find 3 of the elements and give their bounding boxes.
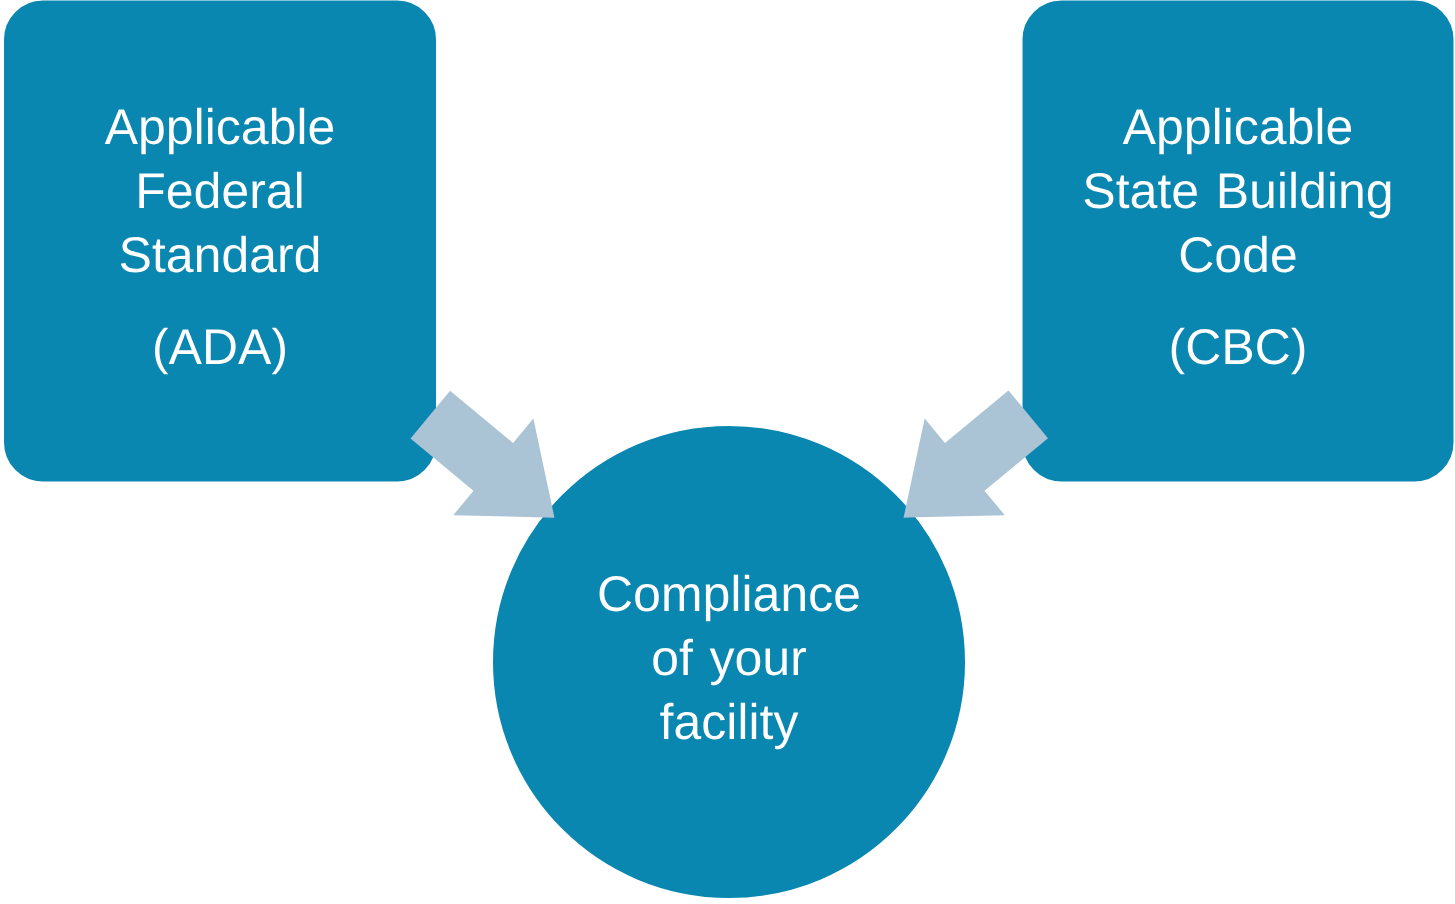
rounded-box: Applicable Federal Standard (ADA) [2,0,438,484]
circle-node: Compliance of your facility [491,424,967,900]
rounded-box: Applicable State Building Code (CBC) [1020,0,1455,484]
